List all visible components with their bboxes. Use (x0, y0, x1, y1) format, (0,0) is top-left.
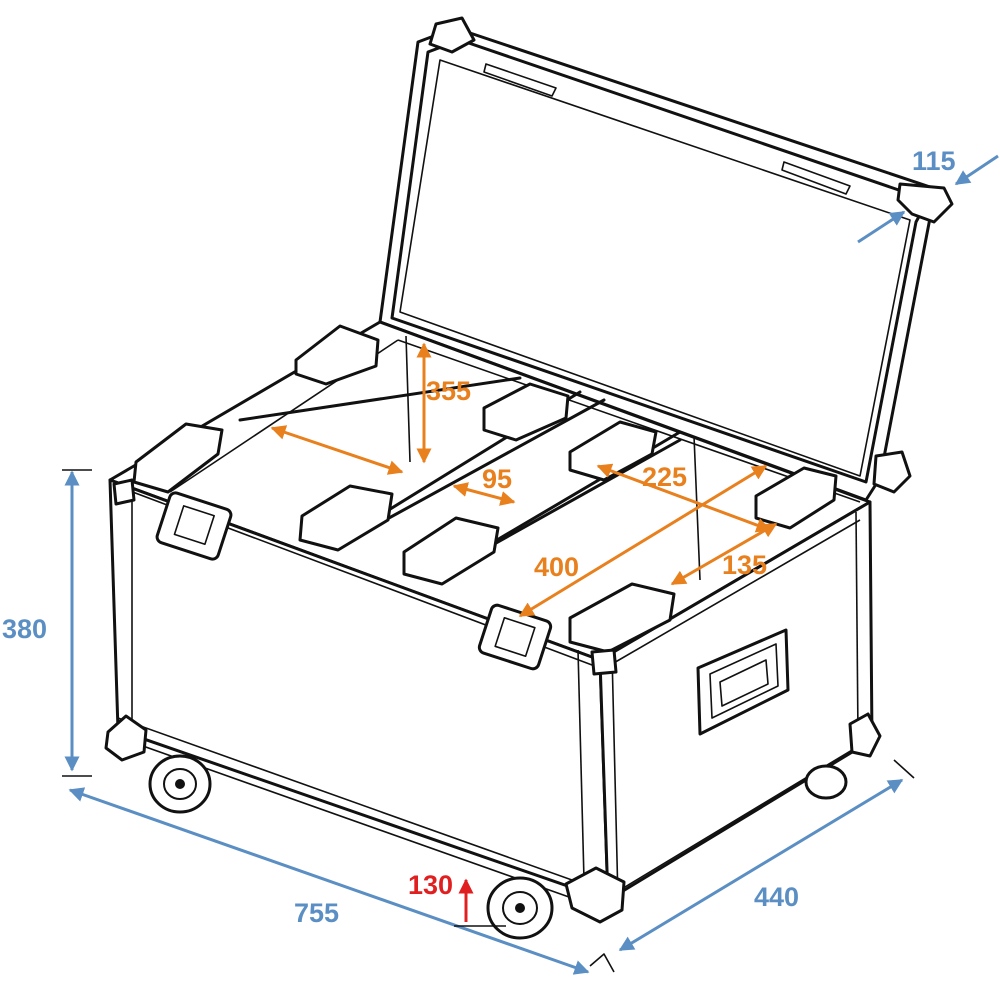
lid-corner-top-right (896, 182, 954, 224)
side-gap-label: 135 (722, 550, 767, 580)
divider-gap-label: 95 (482, 464, 512, 494)
depth-label: 440 (754, 882, 799, 912)
width-arrow (68, 787, 590, 975)
latch-center (477, 603, 553, 671)
wheel-dimension: 130 (408, 870, 506, 927)
lid-corner-top-left (428, 16, 476, 54)
inner-length-arrow (518, 464, 768, 618)
compartment-height-label: 355 (426, 376, 471, 406)
foam-block-3 (482, 382, 570, 442)
wheel-front-left (148, 754, 212, 814)
foam-block-4 (298, 484, 394, 552)
corner-bottom-left (104, 714, 148, 762)
side-handle (696, 628, 790, 736)
corner-bottom-right (848, 712, 882, 758)
foam-block-1 (294, 324, 380, 386)
compartment-depth-label: 225 (642, 462, 687, 492)
corner-top-left (112, 478, 136, 506)
corner-top-front (590, 648, 618, 676)
inner-dimensions: 355 95 225 400 135 (270, 342, 778, 618)
side-gap-arrow (670, 522, 778, 586)
wheel-back-right (804, 764, 848, 800)
depth-arrow (618, 778, 904, 952)
lid-latch-left (483, 63, 557, 97)
outer-dimensions: 380 755 440 115 (2, 146, 999, 975)
wheel-label: 130 (408, 870, 453, 900)
width-label: 755 (294, 898, 339, 928)
lid-arrow-right (954, 154, 999, 186)
lid-latch-right (781, 161, 851, 195)
divider-gap-arrow (452, 482, 516, 506)
lid-label: 115 (912, 146, 956, 176)
foam-block-2 (132, 422, 224, 494)
inner-length-label: 400 (534, 552, 579, 582)
foam-block-6 (402, 516, 500, 586)
lid-arrow-left (857, 210, 906, 244)
latch-left (155, 491, 233, 561)
lid-panel (399, 59, 911, 477)
lid-corner-bottom-right (872, 450, 912, 494)
compartment-length-arrow (270, 425, 404, 475)
height-label: 380 (2, 614, 47, 644)
wheel-front-right (486, 876, 554, 940)
